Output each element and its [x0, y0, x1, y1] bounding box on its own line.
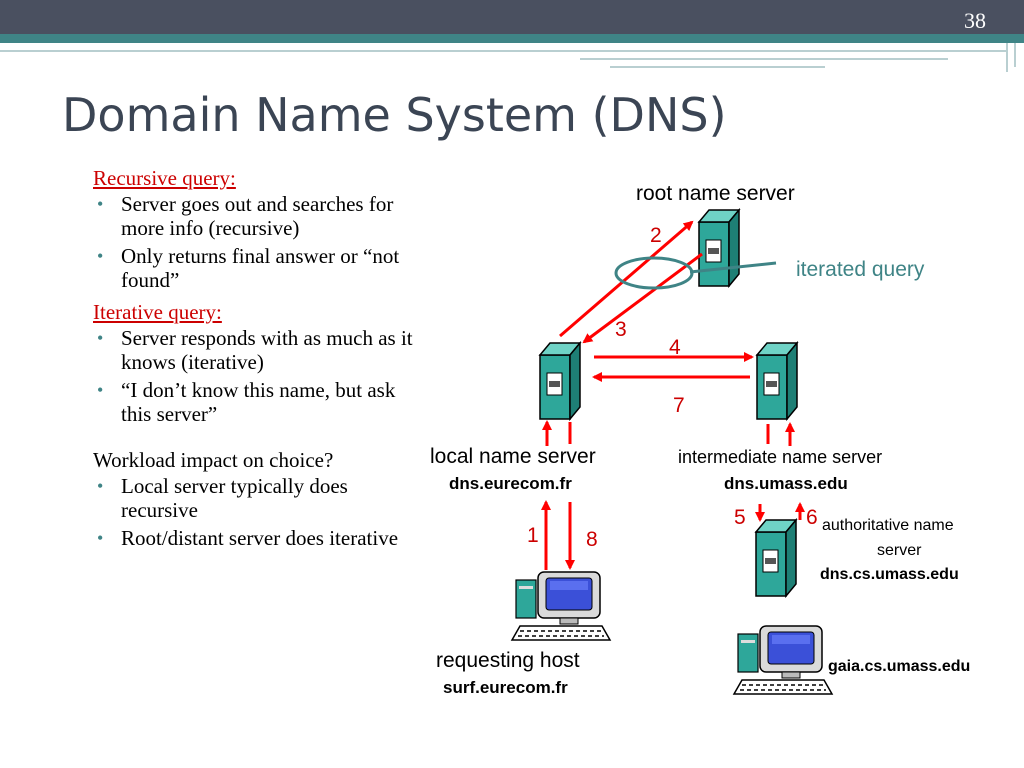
requesting-host-label: requesting host — [436, 649, 580, 672]
list-item: • Server goes out and searches for more i… — [93, 192, 428, 240]
local-server-label: local name server — [430, 445, 596, 468]
accent-bar — [0, 34, 1024, 43]
step-number: 4 — [669, 336, 681, 359]
decorative-line — [1014, 43, 1016, 67]
authoritative-server-label: authoritative name — [822, 517, 954, 534]
header-bar — [0, 0, 1024, 34]
step-number: 8 — [586, 528, 598, 551]
recursive-list: • Server goes out and searches for more i… — [93, 192, 428, 292]
bullet-text: “I don’t know this name, but ask this se… — [121, 378, 396, 426]
text-column: Recursive query: • Server goes out and se… — [93, 166, 428, 558]
authoritative-server-label: server — [877, 542, 922, 559]
slide-number: 38 — [964, 8, 986, 33]
iterated-query-ellipse — [614, 256, 694, 290]
intermediate-server-icon — [756, 342, 798, 420]
authoritative-server-host: dns.cs.umass.edu — [820, 566, 959, 583]
bullet-icon: • — [97, 528, 104, 548]
iterative-list: • Server responds with as much as it know… — [93, 326, 428, 426]
list-item: • Server responds with as much as it know… — [93, 326, 428, 374]
list-item: • Local server typically does recursive — [93, 474, 428, 522]
gaia-host-name: gaia.cs.umass.edu — [828, 658, 971, 675]
list-item: • Only returns final answer or “not found… — [93, 244, 428, 292]
bullet-text: Local server typically does recursive — [121, 474, 348, 522]
bullet-text: Only returns final answer or “not found” — [121, 244, 400, 292]
step-number: 6 — [806, 506, 818, 529]
arrow-step-3 — [582, 252, 703, 344]
requesting-host-icon — [511, 571, 611, 641]
bullet-icon: • — [97, 476, 104, 496]
list-item: • “I don’t know this name, but ask this s… — [93, 378, 428, 426]
root-server-icon — [698, 209, 740, 287]
bullet-icon: • — [97, 328, 104, 348]
iterative-heading: Iterative query: — [93, 300, 222, 324]
decorative-line — [580, 58, 948, 60]
workload-heading: Workload impact on choice? — [93, 448, 334, 472]
decorative-line — [0, 50, 1008, 52]
iterated-query-label: iterated query — [796, 258, 925, 281]
page-title: Domain Name System (DNS) — [62, 88, 727, 142]
step-number: 3 — [615, 318, 627, 341]
bullet-icon: • — [97, 246, 104, 266]
bullet-icon: • — [97, 380, 104, 400]
arrow-step-2 — [559, 220, 694, 338]
step-number: 7 — [673, 394, 685, 417]
recursive-heading: Recursive query: — [93, 166, 236, 190]
decorative-line — [1006, 43, 1008, 72]
list-item: • Root/distant server does iterative — [93, 526, 428, 550]
root-server-label: root name server — [636, 182, 795, 205]
iterated-query-pointer — [689, 261, 777, 274]
step-number: 1 — [527, 524, 539, 547]
bullet-text: Server goes out and searches for more in… — [121, 192, 394, 240]
requesting-host-name: surf.eurecom.fr — [443, 678, 568, 697]
bullet-text: Root/distant server does iterative — [121, 526, 399, 550]
bullet-text: Server responds with as much as it knows… — [121, 326, 413, 374]
step-number: 5 — [734, 506, 746, 529]
decorative-line — [610, 66, 825, 68]
local-server-host: dns.eurecom.fr — [449, 474, 572, 493]
authoritative-server-icon — [755, 519, 797, 597]
intermediate-server-host: dns.umass.edu — [724, 474, 848, 493]
workload-list: • Local server typically does recursive •… — [93, 474, 428, 550]
step-number: 2 — [650, 224, 662, 247]
gaia-host-icon — [733, 625, 833, 695]
intermediate-server-label: intermediate name server — [678, 447, 883, 467]
bullet-icon: • — [97, 194, 104, 214]
local-server-icon — [539, 342, 581, 420]
